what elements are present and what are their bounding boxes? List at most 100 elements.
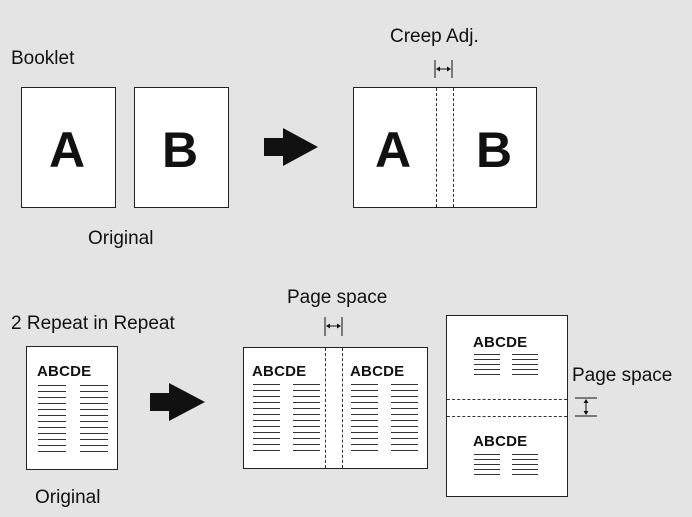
text-line [80,391,108,392]
page-header-left: ABCDE [252,363,307,380]
text-line [253,402,280,403]
text-line [80,409,108,410]
text-line [391,450,418,451]
original-page-a: A [21,87,116,208]
letter-a: A [49,122,86,178]
text-line [253,450,280,451]
text-line [391,444,418,445]
text-line [512,354,538,355]
text-line [80,385,108,386]
creep-left-line [436,88,437,207]
page-space-label-top: Page space [287,287,388,308]
text-line [351,426,378,427]
text-line [351,438,378,439]
repeat-vertical-result: ABCDE ABCDE [446,315,568,497]
page-space-left-line [325,348,326,468]
text-line [80,403,108,404]
text-line [474,369,500,370]
text-line [391,390,418,391]
repeat-title: 2 Repeat in Repeat [11,313,175,334]
text-line [474,364,500,365]
booklet-arrow-icon [264,128,318,166]
page-header: ABCDE [37,363,92,380]
text-line [293,444,320,445]
page-header-right: ABCDE [350,363,405,380]
text-line [293,438,320,439]
text-line [391,426,418,427]
text-line [512,364,538,365]
text-line [512,464,538,465]
text-line [474,354,500,355]
booklet-title: Booklet [11,48,75,69]
result-letter-b: B [476,122,513,178]
original-page-b: B [134,87,229,208]
page-space-bottom-line [447,416,567,417]
text-line [474,474,500,475]
text-line [391,414,418,415]
text-line [512,369,538,370]
page-space-right-line [342,348,343,468]
text-line [38,421,66,422]
text-line [38,439,66,440]
text-line [391,396,418,397]
page-space-top-line [447,399,567,400]
text-line [391,438,418,439]
text-line [293,384,320,385]
text-line [512,374,538,375]
text-line [253,396,280,397]
text-line [253,444,280,445]
booklet-result-sheet: A B [353,87,537,208]
text-block-left [253,384,321,456]
repeat-original-caption: Original [35,487,101,508]
text-line [38,427,66,428]
creep-width-arrow-icon [434,60,453,78]
repeat-original-page: ABCDE [26,346,118,470]
text-line [474,464,500,465]
text-line [512,459,538,460]
text-block-right [351,384,419,456]
text-line [38,403,66,404]
text-line [293,402,320,403]
text-line [474,454,500,455]
text-line [512,359,538,360]
text-line [351,396,378,397]
text-line [253,420,280,421]
text-line [293,426,320,427]
text-line [293,450,320,451]
text-line [253,390,280,391]
text-line [351,444,378,445]
text-line [351,408,378,409]
text-line [512,454,538,455]
text-line [38,415,66,416]
text-line [38,451,66,452]
text-line [351,402,378,403]
repeat-arrow-icon [150,383,205,421]
creep-adj-label: Creep Adj. [390,26,479,47]
text-line [80,415,108,416]
text-line [293,390,320,391]
text-line [293,396,320,397]
page-space-label-side: Page space [572,365,673,386]
text-line [253,408,280,409]
text-line [391,432,418,433]
text-line [293,420,320,421]
text-block-top [474,354,538,382]
text-line [391,402,418,403]
booklet-original-caption: Original [88,228,154,249]
text-line [512,469,538,470]
text-line [253,426,280,427]
text-line [351,384,378,385]
text-line [80,397,108,398]
repeat-horizontal-result: ABCDE ABCDE [243,347,428,469]
text-line [351,390,378,391]
text-line [293,432,320,433]
text-line [80,427,108,428]
text-line [253,438,280,439]
text-line [80,421,108,422]
page-space-width-arrow-icon [324,317,343,336]
text-line [80,433,108,434]
text-line [391,420,418,421]
text-line [80,445,108,446]
